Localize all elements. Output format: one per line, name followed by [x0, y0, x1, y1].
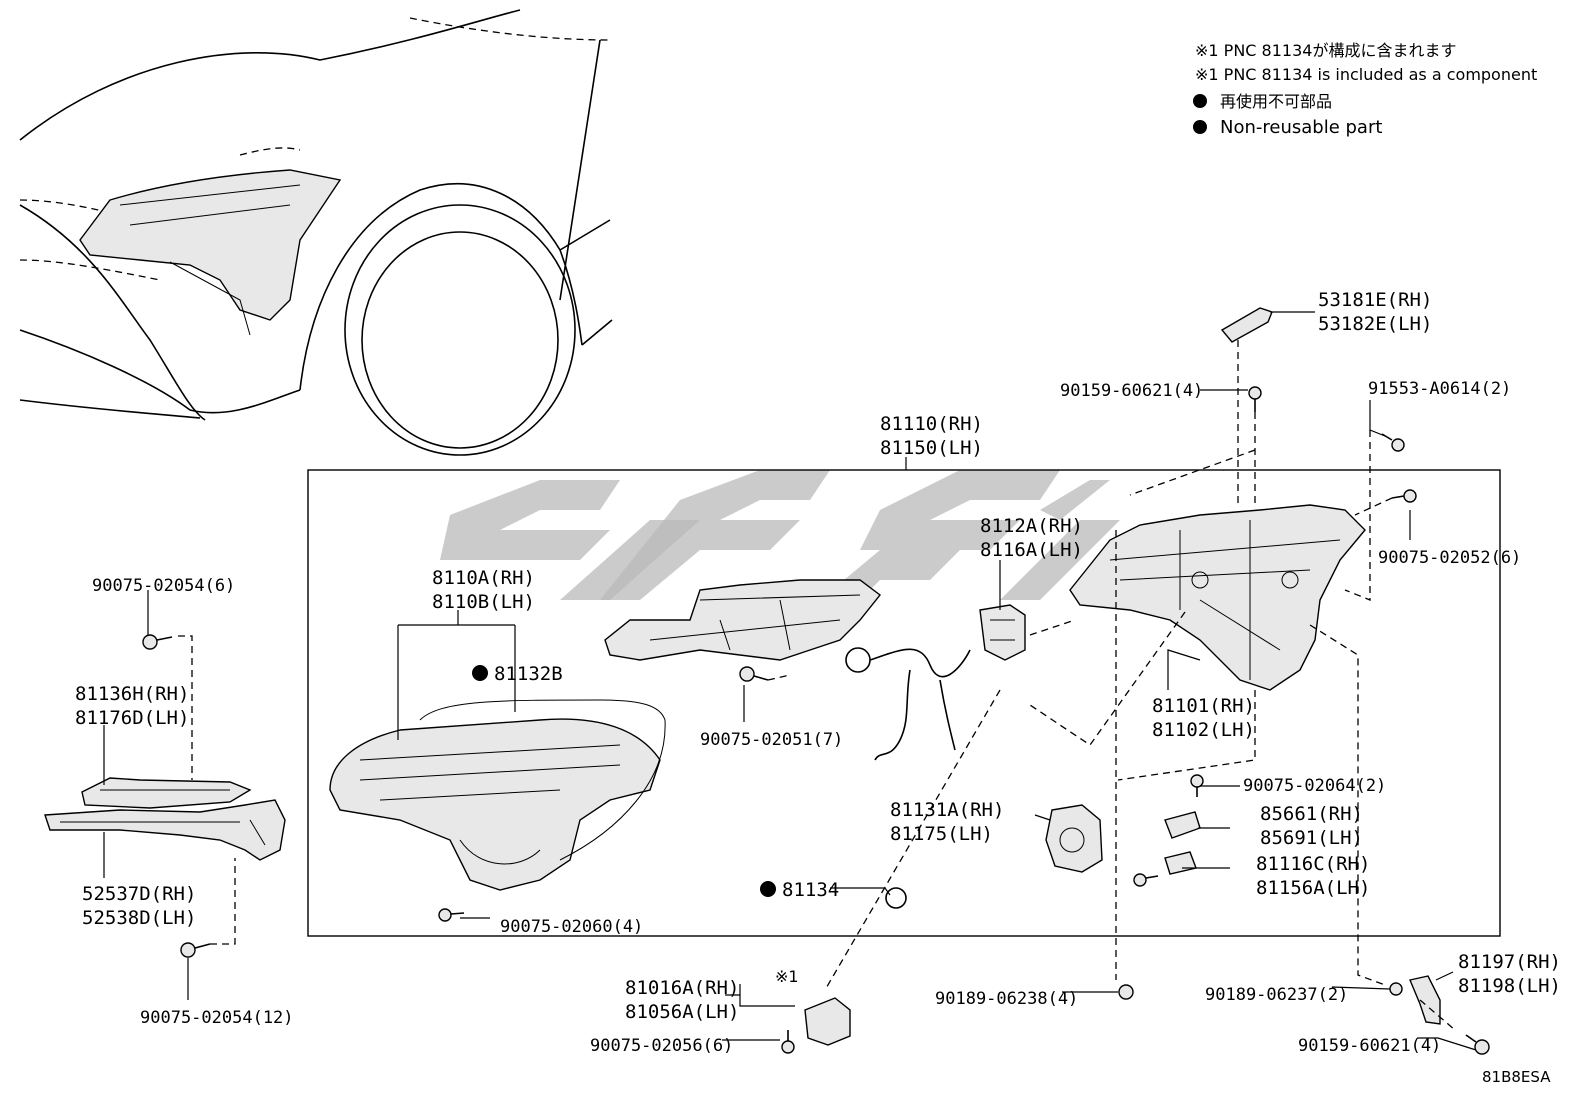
- callout-52538d-lh: 52538D(LH): [82, 907, 196, 929]
- part-callouts: 53181E(RH) 53182E(LH) 90159-60621(4) 915…: [75, 289, 1561, 1086]
- callout-81101-rh: 81101(RH): [1152, 695, 1255, 717]
- callout-85661-rh: 85661(RH): [1260, 803, 1363, 825]
- note-line2: ※1 PNC 81134 is included as a component: [1195, 65, 1537, 84]
- callout-8110b-lh: 8110B(LH): [432, 591, 535, 613]
- callout-81175-lh: 81175(LH): [890, 823, 993, 845]
- callout-81016a-note: ※1: [775, 967, 799, 986]
- callout-81156a-lh: 81156A(LH): [1256, 877, 1370, 899]
- diagram-code: 81B8ESA: [1482, 1068, 1551, 1086]
- callout-81131a-rh: 81131A(RH): [890, 799, 1004, 821]
- vehicle-overview: [19, 9, 613, 456]
- non-reusable-bullet-icon: [1193, 94, 1207, 108]
- callout-85691-lh: 85691(LH): [1260, 827, 1363, 849]
- callout-90075-02054-bottom: 90075-02054(12): [140, 1008, 294, 1028]
- watermark-logo: [440, 470, 1120, 600]
- callout-8112a-rh: 8112A(RH): [980, 515, 1083, 537]
- non-reusable-bullet-icon: [472, 665, 488, 681]
- callout-90189-06238: 90189-06238(4): [935, 989, 1078, 1009]
- callout-81150-lh: 81150(LH): [880, 437, 983, 459]
- callout-81102-lh: 81102(LH): [1152, 719, 1255, 741]
- non-reusable-bullet-icon: [760, 881, 776, 897]
- callout-81110-rh: 81110(RH): [880, 413, 983, 435]
- note-line1: ※1 PNC 81134が構成に含まれます: [1195, 41, 1456, 60]
- callout-90075-02054-top: 90075-02054(6): [92, 576, 235, 596]
- non-reusable-bullet-icon: [1193, 120, 1207, 134]
- socket-8112a: [979, 604, 1026, 661]
- callout-8110a-rh: 8110A(RH): [432, 567, 535, 589]
- housing-81101: [1069, 504, 1366, 691]
- headlamp-unit-8110a: [329, 699, 666, 891]
- callout-52537d-rh: 52537D(RH): [82, 883, 196, 905]
- callout-81197-rh: 81197(RH): [1458, 951, 1561, 973]
- callout-53181e-rh: 53181E(RH): [1318, 289, 1432, 311]
- callout-81136h-rh: 81136H(RH): [75, 683, 189, 705]
- callout-91553: 91553-A0614(2): [1368, 379, 1511, 399]
- callout-90075-02060: 90075-02060(4): [500, 917, 643, 937]
- left-side-parts: [44, 777, 286, 861]
- assembly-frame: [307, 469, 1501, 937]
- callout-81056a-lh: 81056A(LH): [625, 1001, 739, 1023]
- callout-53182e-lh: 53182E(LH): [1318, 313, 1432, 335]
- callout-90189-06237: 90189-06237(2): [1205, 985, 1348, 1005]
- callout-81116c-rh: 81116C(RH): [1256, 853, 1370, 875]
- bracket-frame: [604, 579, 881, 661]
- wire-harness: [845, 647, 971, 761]
- callout-81016a-rh: 81016A(RH): [625, 977, 739, 999]
- callout-90075-02056: 90075-02056(6): [590, 1036, 733, 1056]
- bracket-53181e: [1220, 307, 1273, 343]
- callout-81132b: 81132B: [494, 663, 563, 685]
- assembly-lines: [178, 340, 1456, 1031]
- note-line3: 再使用不可部品: [1220, 92, 1332, 111]
- callout-90159-bottom: 90159-60621(4): [1298, 1036, 1441, 1056]
- callout-90075-02064: 90075-02064(2): [1243, 776, 1386, 796]
- callout-90075-02051: 90075-02051(7): [700, 730, 843, 750]
- note-line4: Non-reusable part: [1220, 117, 1382, 138]
- callout-8116a-lh: 8116A(LH): [980, 539, 1083, 561]
- callout-81176d-lh: 81176D(LH): [75, 707, 189, 729]
- callout-81198-lh: 81198(LH): [1458, 975, 1561, 997]
- leader-lines: [103, 311, 1477, 1051]
- callout-90159-top: 90159-60621(4): [1060, 381, 1203, 401]
- callout-81134: 81134: [782, 879, 839, 901]
- callout-90075-02052: 90075-02052(6): [1378, 548, 1521, 568]
- legend-notes: ※1 PNC 81134が構成に含まれます ※1 PNC 81134 is in…: [1193, 41, 1537, 138]
